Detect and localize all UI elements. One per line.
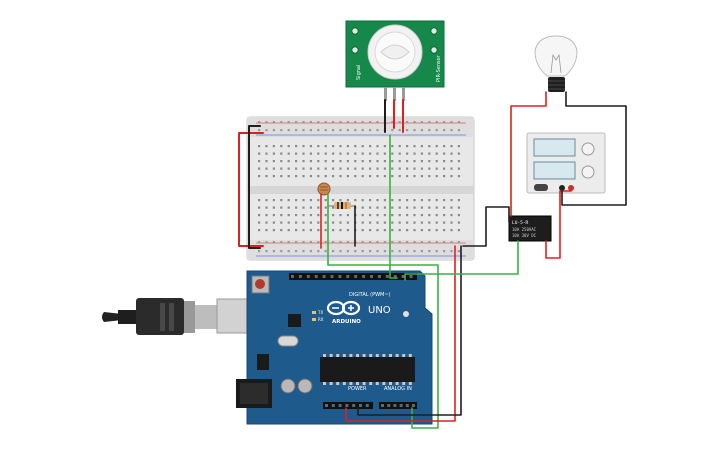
relay[interactable]: LU-5-R 10A 250VAC 10A 30V DC (508, 215, 552, 242)
relay-label-2: 10A 250VAC (512, 227, 537, 232)
tx-label: TX (317, 310, 323, 315)
pir-side-label-left: Signal (356, 65, 362, 80)
analog-header-label: ANALOG IN (384, 386, 412, 392)
rx-label: RX (318, 317, 324, 322)
arduino-uno[interactable]: DIGITAL (PWM~) ARDUINO UNO TX RX (236, 270, 433, 425)
pir-side-label-right: PIR-Sensor (436, 54, 442, 82)
light-bulb-icon (534, 35, 578, 92)
breadboard-holes (258, 121, 460, 253)
relay-label-3: 10A 30V DC (512, 233, 537, 238)
atmega-chip (323, 354, 412, 385)
usb-cable (102, 298, 256, 335)
breadboard[interactable] (246, 116, 475, 261)
arduino-logo-text: ARDUINO (332, 319, 361, 325)
bottom-headers (325, 404, 415, 407)
arduino-logo-icon (326, 300, 361, 316)
relay-label-1: LU-5-R (512, 220, 529, 226)
reset-button[interactable] (255, 279, 265, 289)
photoresistor[interactable] (317, 182, 331, 196)
wires (238, 91, 627, 429)
digital-header (291, 275, 413, 278)
power-supply[interactable] (526, 132, 606, 194)
digital-header-label: DIGITAL (PWM~) (349, 292, 391, 298)
power-header-label: POWER (348, 386, 367, 392)
pir-sensor[interactable]: Signal PIR-Sensor (345, 20, 445, 101)
resistor[interactable] (328, 202, 356, 209)
arduino-model-text: UNO (368, 305, 391, 316)
